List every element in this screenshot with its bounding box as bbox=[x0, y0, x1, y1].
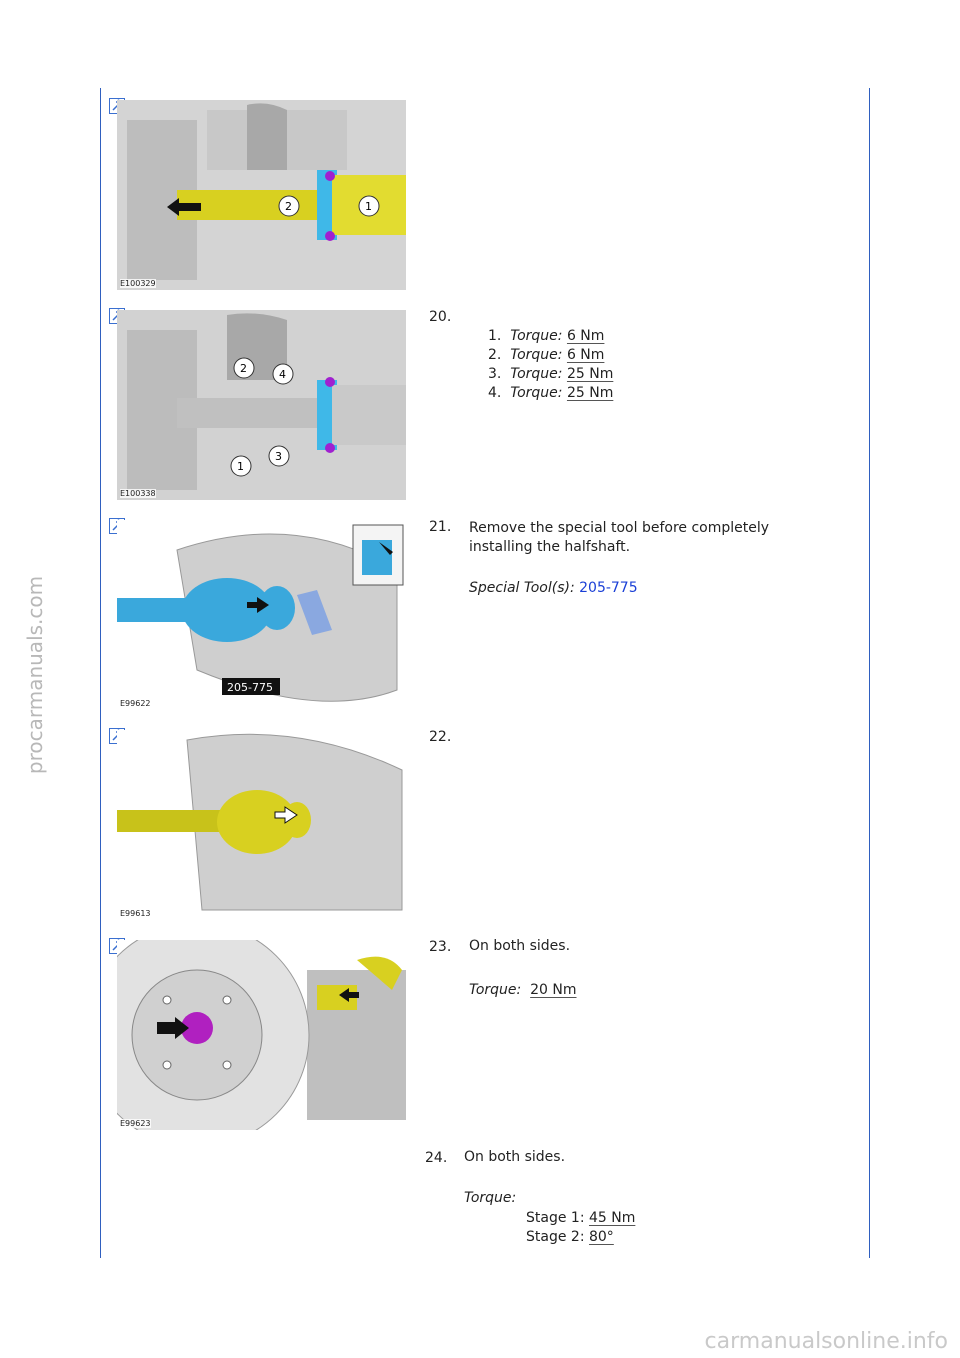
svg-text:2: 2 bbox=[285, 200, 292, 213]
torque-spec: Torque: 20 Nm bbox=[469, 981, 577, 1000]
torque-item: 3. Torque: 25 Nm bbox=[488, 365, 613, 384]
svg-text:2: 2 bbox=[240, 362, 247, 375]
step-text: Remove the special tool before completel… bbox=[469, 520, 770, 555]
illustration-halfshaft-install: E99613 bbox=[117, 730, 406, 920]
special-tool-link[interactable]: 205-775 bbox=[579, 580, 638, 596]
torque-label: Torque: bbox=[510, 366, 563, 382]
side-watermark: procarmanuals.com bbox=[23, 575, 47, 775]
svg-text:4: 4 bbox=[279, 368, 286, 381]
left-margin-rule bbox=[100, 88, 101, 1258]
illustration-special-tool: 205-775 E99622 bbox=[117, 520, 406, 710]
torque-label: Torque: bbox=[464, 1190, 517, 1206]
step-number: 20. bbox=[429, 309, 452, 325]
svg-text:1: 1 bbox=[365, 200, 372, 213]
figure-code: E99622 bbox=[120, 699, 151, 708]
figure-code: E99613 bbox=[120, 909, 151, 918]
torque-value[interactable]: 25 Nm bbox=[566, 366, 614, 382]
torque-item: 1. Torque: 6 Nm bbox=[488, 327, 604, 346]
step-text: On both sides. bbox=[469, 938, 571, 954]
figure-code: E100338 bbox=[120, 489, 156, 498]
special-tool-label: Special Tool(s): bbox=[469, 580, 575, 596]
step-number: 23. bbox=[429, 939, 452, 955]
stage-label: Stage 1: bbox=[526, 1210, 585, 1226]
torque-value[interactable]: 20 Nm bbox=[530, 982, 577, 998]
step-number: 22. bbox=[429, 729, 452, 745]
figure-code: E99623 bbox=[120, 1119, 151, 1128]
step-number: 24. bbox=[425, 1150, 448, 1166]
torque-value[interactable]: 6 Nm bbox=[566, 347, 605, 363]
torque-label: Torque: bbox=[510, 347, 563, 363]
stage-label: Stage 2: bbox=[526, 1229, 585, 1245]
illustration-halfshaft-bearing: 2 1 E100329 bbox=[117, 100, 406, 290]
step-number: 21. bbox=[429, 519, 452, 535]
step-text: On both sides. bbox=[464, 1149, 566, 1165]
footer-watermark: carmanualsonline.info bbox=[704, 1329, 948, 1354]
torque-label: Torque: bbox=[469, 982, 522, 998]
svg-text:1: 1 bbox=[237, 460, 244, 473]
torque-label: Torque: bbox=[510, 328, 563, 344]
tool-tag: 205-775 bbox=[227, 681, 273, 694]
figure-code: E100329 bbox=[120, 279, 156, 288]
torque-value[interactable]: 25 Nm bbox=[566, 385, 614, 401]
item-number: 3. bbox=[488, 366, 502, 382]
item-number: 1. bbox=[488, 328, 502, 344]
torque-item: 4. Torque: 25 Nm bbox=[488, 384, 613, 403]
item-number: 2. bbox=[488, 347, 502, 363]
torque-label: Torque: bbox=[510, 385, 563, 401]
special-tool: Special Tool(s): 205-775 bbox=[469, 579, 638, 598]
stage-value[interactable]: 45 Nm bbox=[588, 1210, 636, 1226]
item-number: 4. bbox=[488, 385, 502, 401]
torque-value[interactable]: 6 Nm bbox=[566, 328, 605, 344]
right-margin-rule bbox=[869, 88, 870, 1258]
illustration-brake-disc: E99623 bbox=[117, 940, 406, 1130]
stage-value[interactable]: 80° bbox=[588, 1229, 614, 1245]
torque-item: 2. Torque: 6 Nm bbox=[488, 346, 604, 365]
svg-text:3: 3 bbox=[275, 450, 282, 463]
torque-stage: Stage 2: 80° bbox=[526, 1228, 614, 1247]
illustration-bearing-bolts: 2 4 1 3 E100338 bbox=[117, 310, 406, 500]
torque-stage: Stage 1: 45 Nm bbox=[526, 1209, 635, 1228]
